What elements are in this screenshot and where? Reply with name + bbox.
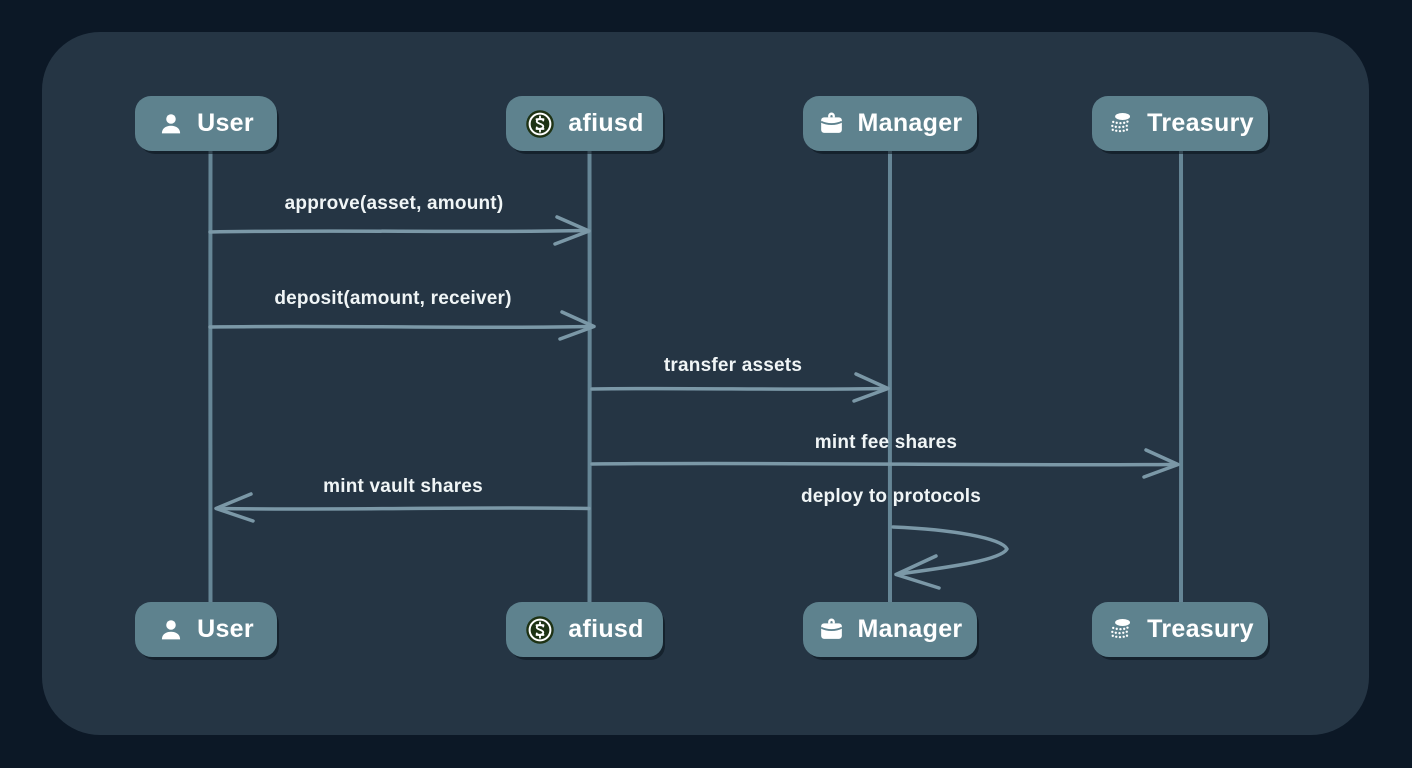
actor-manager-top[interactable]: Manager [803, 96, 977, 151]
afiusd-token-icon [525, 615, 555, 645]
actor-user-bottom[interactable]: User [135, 602, 277, 657]
user-icon [158, 617, 184, 643]
message-approve-label: approve(asset, amount) [284, 193, 504, 214]
actor-manager-label: Manager [857, 109, 963, 137]
actor-afiusd-label: afiusd [568, 615, 644, 643]
coins-icon [1106, 110, 1134, 138]
coins-icon [1106, 616, 1134, 644]
actor-afiusd-top[interactable]: afiusd [506, 96, 663, 151]
message-deploy-to-protocols-label: deploy to protocols [800, 486, 982, 507]
actor-user-label: User [197, 109, 254, 137]
actor-afiusd-label: afiusd [568, 109, 644, 137]
afiusd-token-icon [525, 109, 555, 139]
message-mint-fee-shares-label: mint fee shares [814, 432, 958, 453]
message-deposit-label: deposit(amount, receiver) [274, 288, 512, 309]
actor-treasury-label: Treasury [1147, 109, 1254, 137]
message-mint-vault-shares-label: mint vault shares [323, 476, 483, 497]
actor-user-label: User [197, 615, 254, 643]
briefcase-icon [818, 616, 845, 643]
actor-user-top[interactable]: User [135, 96, 277, 151]
actor-treasury-top[interactable]: Treasury [1092, 96, 1268, 151]
actor-manager-bottom[interactable]: Manager [803, 602, 977, 657]
briefcase-icon [818, 110, 845, 137]
message-transfer-assets-label: transfer assets [663, 355, 803, 376]
actor-treasury-label: Treasury [1147, 615, 1254, 643]
actor-afiusd-bottom[interactable]: afiusd [506, 602, 663, 657]
actor-manager-label: Manager [857, 615, 963, 643]
user-icon [158, 111, 184, 137]
actor-treasury-bottom[interactable]: Treasury [1092, 602, 1268, 657]
